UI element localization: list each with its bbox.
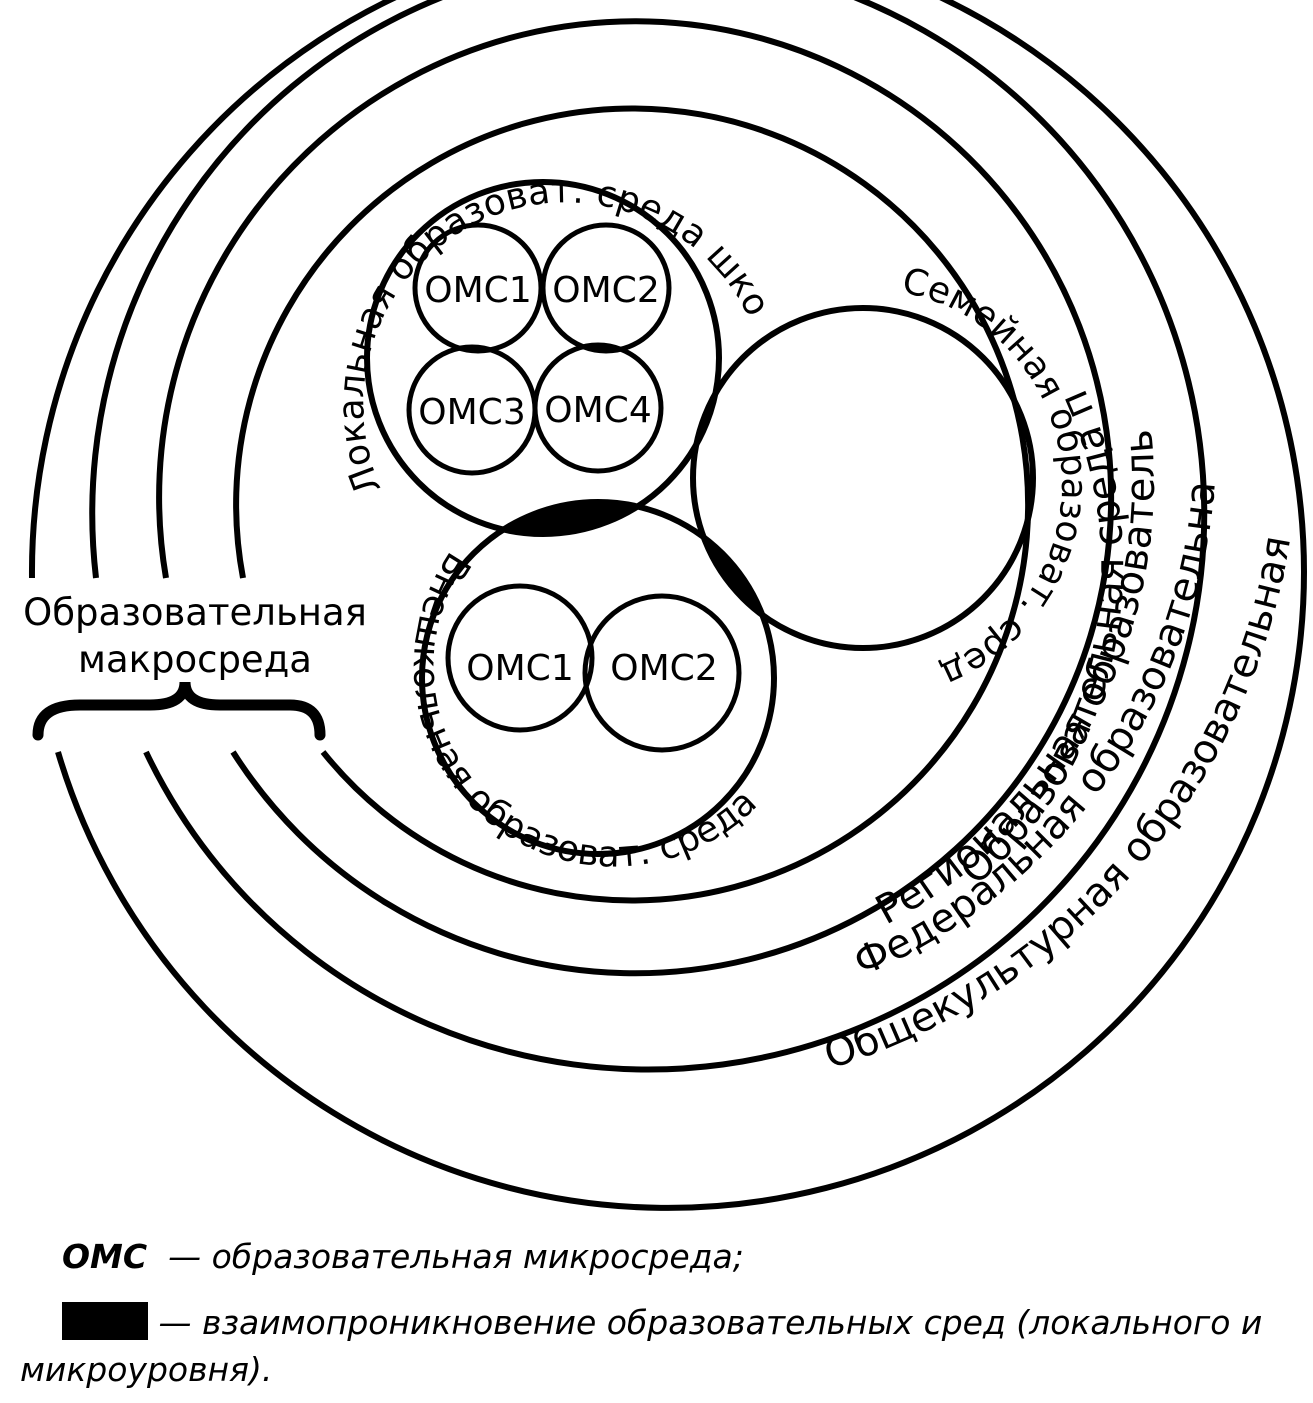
legend-swatch-text: — взаимопроникновение образовательных ср… — [158, 1303, 1263, 1342]
school-microenvironments: ОМС1 ОМС2 ОМС3 ОМС4 — [406, 222, 672, 476]
extra-omc1-circle — [445, 583, 595, 733]
legend-swatch-row: — взаимопроникновение образовательных ср… — [62, 1302, 1262, 1342]
legend-abbr: ОМС — [62, 1237, 148, 1276]
extracurricular-environment-circle — [419, 499, 777, 857]
macro-label: Образовательная макросреда — [23, 591, 367, 741]
extra-omc2-label: ОМС2 — [610, 648, 717, 689]
curly-brace — [32, 681, 326, 741]
family-environment-circle — [690, 305, 1036, 651]
school-omc3-label: ОМС3 — [418, 392, 525, 433]
extracurricular-env-label: Внешкольная образоват. среда — [405, 545, 765, 875]
extra-omc2-circle — [582, 593, 742, 753]
legend-abbr-text: — образовательная микросреда; — [168, 1237, 744, 1276]
legend-abbreviation: ОМС — образовательная микросреда; — [62, 1237, 744, 1276]
ring-label-settlement: Образовательная среда поселения — [0, 0, 1133, 894]
environment-circles — [364, 179, 1036, 857]
school-omc1-label: ОМС1 — [424, 270, 531, 311]
extracurricular-microenvironments: ОМС1 ОМС2 — [445, 583, 742, 753]
legend-swatch-continued: микроуровня). — [20, 1350, 272, 1389]
school-omc4-circle — [532, 342, 664, 474]
extra-omc1-label: ОМС1 — [466, 648, 573, 689]
macro-label-line1: Образовательная — [23, 591, 367, 634]
overlap-swatch — [62, 1302, 148, 1340]
ring-labels: Образовательная среда поселения Регионал… — [0, 0, 1300, 1078]
school-omc2-circle — [540, 222, 672, 354]
legend-swatch-text-cont: микроуровня). — [20, 1350, 273, 1389]
school-environment-circle — [364, 179, 722, 537]
ring-federal — [92, 0, 1204, 1069]
school-omc2-label: ОМС2 — [552, 270, 659, 311]
school-omc4-label: ОМС4 — [544, 390, 651, 431]
macro-label-line2: макросреда — [78, 638, 312, 681]
overlap-regions — [415, 308, 774, 648]
